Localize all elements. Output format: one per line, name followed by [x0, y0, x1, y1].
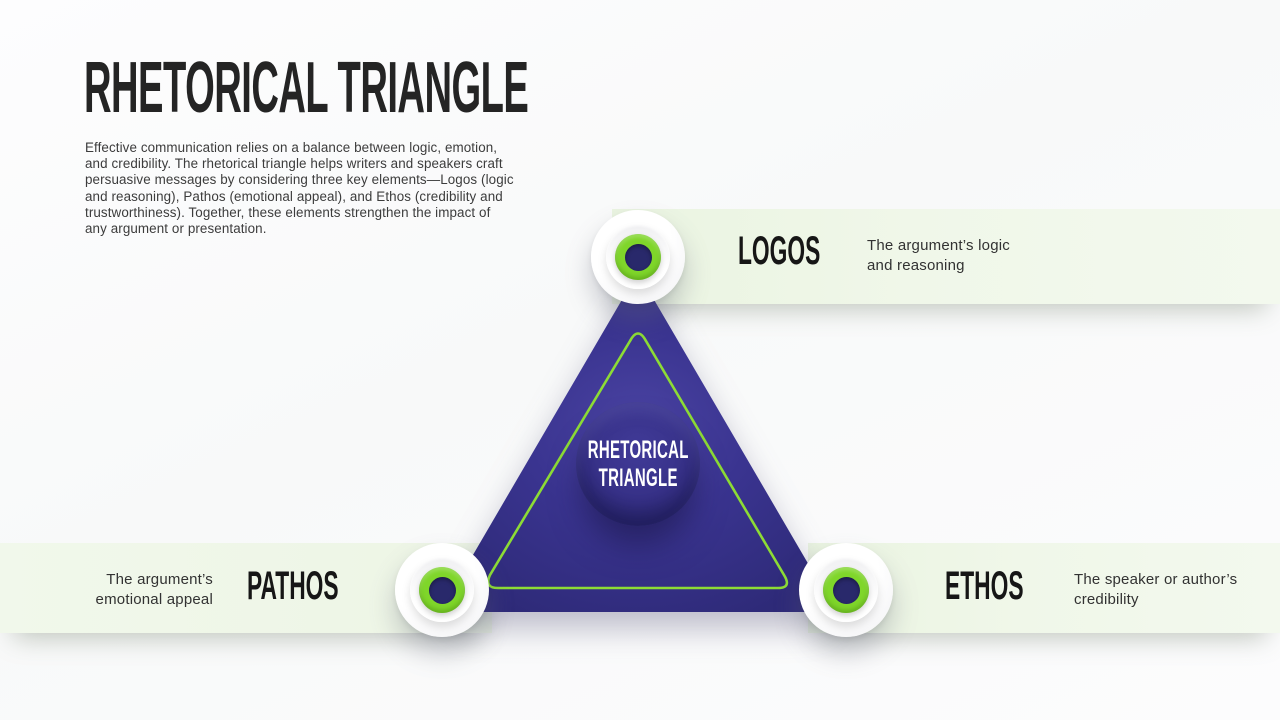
node-core-dot: [428, 576, 456, 604]
node-core-dot: [832, 576, 860, 604]
ethos-description-line1: The speaker or author’s: [1074, 571, 1238, 588]
logos-description-line2: and reasoning: [867, 256, 965, 274]
ethos-description-line2: credibility: [1074, 590, 1139, 608]
node-green-ring: [419, 567, 465, 613]
node-green-ring: [823, 567, 869, 613]
logos-label: LOGOS: [738, 229, 821, 273]
node-inner-disc: [814, 558, 878, 622]
node-inner-disc: [606, 225, 670, 289]
page-title: RHETORICAL TRIANGLE: [84, 48, 529, 128]
pathos-description-line2: emotional appeal: [95, 590, 213, 608]
pathos-description-line1: The argument’s: [106, 571, 213, 588]
pathos-description: The argument’s emotional appeal: [55, 570, 213, 609]
logos-node-icon: [591, 210, 685, 304]
logos-description-line1: The argument’s logic: [867, 237, 1010, 254]
ethos-label: ETHOS: [945, 564, 1024, 608]
node-core-dot: [624, 243, 652, 271]
center-badge-text: RHETORICAL TRIANGLE: [587, 436, 688, 492]
ethos-node-icon: [799, 543, 893, 637]
intro-paragraph: Effective communication relies on a bala…: [85, 140, 514, 237]
center-badge: RHETORICAL TRIANGLE: [576, 402, 700, 526]
logos-description: The argument’s logic and reasoning: [867, 236, 1010, 275]
center-badge-line2: TRIANGLE: [598, 464, 678, 492]
pathos-label: PATHOS: [247, 564, 339, 608]
ethos-description: The speaker or author’s credibility: [1074, 570, 1237, 609]
node-green-ring: [615, 234, 661, 280]
node-inner-disc: [410, 558, 474, 622]
logos-band: [612, 209, 1280, 304]
pathos-node-icon: [395, 543, 489, 637]
center-badge-line1: RHETORICAL: [587, 436, 689, 464]
